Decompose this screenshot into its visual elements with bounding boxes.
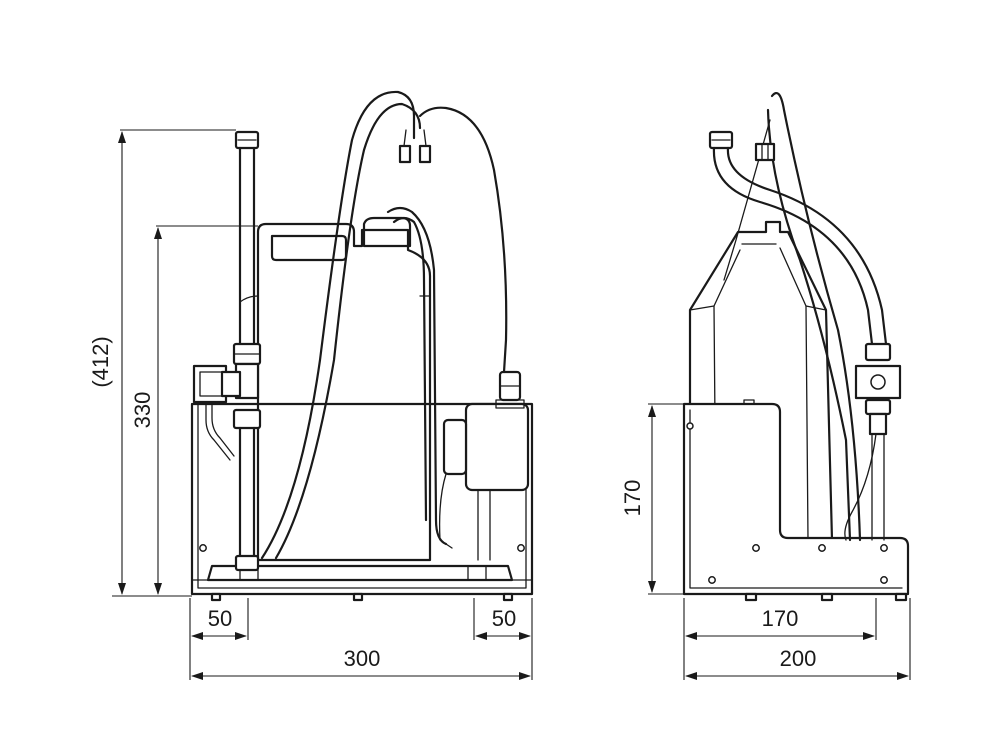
dim-left-offset: 50 bbox=[208, 606, 232, 631]
front-supply-pipe bbox=[232, 130, 262, 572]
front-pump bbox=[438, 370, 530, 561]
side-cables bbox=[723, 92, 862, 542]
dimension-lines bbox=[112, 129, 911, 680]
front-solenoid-valve bbox=[192, 364, 242, 461]
front-view bbox=[190, 90, 534, 602]
dim-side-depth: 200 bbox=[780, 646, 817, 671]
front-frame bbox=[190, 402, 534, 602]
dim-overall-height: (412) bbox=[88, 336, 113, 387]
side-base bbox=[682, 399, 910, 602]
dimension-labels: (412) 330 50 50 300 170 170 200 bbox=[88, 336, 816, 671]
front-cables bbox=[260, 90, 508, 560]
dim-front-width: 300 bbox=[344, 646, 381, 671]
dim-inner-width: 170 bbox=[762, 606, 799, 631]
side-view bbox=[682, 92, 910, 602]
dim-tank-height: 330 bbox=[130, 392, 155, 429]
front-canister bbox=[239, 216, 432, 562]
dim-base-height: 170 bbox=[620, 480, 645, 517]
dim-right-offset: 50 bbox=[492, 606, 516, 631]
side-hose bbox=[708, 130, 902, 541]
